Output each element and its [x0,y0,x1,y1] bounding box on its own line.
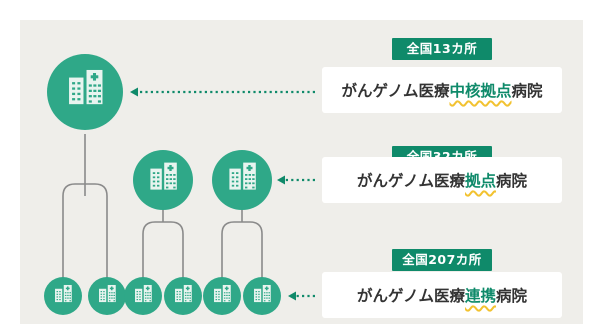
count-badge: 全国207カ所 [392,249,492,271]
cooperation-hospital-icon [88,277,126,315]
connector-core-to-branches [62,134,108,278]
connector-hub-1-to-leaves [142,204,184,278]
hospital-type-highlight: 中核拠点 [449,82,512,100]
hospital-type-suffix: 病院 [496,287,528,305]
hospital-type-card: がんゲノム医療拠点病院 [322,157,562,203]
hospital-type-suffix: 病院 [511,82,543,100]
cooperation-hospital-icon [164,277,202,315]
hospital-type-prefix: がんゲノム医療 [356,287,465,305]
hospital-type-highlight: 拠点 [465,172,497,190]
hospital-type-highlight: 連携 [465,287,497,305]
arrow-head-icon [130,87,138,97]
count-badge: 全国13カ所 [392,38,492,60]
hospital-type-card: がんゲノム医療連携病院 [322,272,562,318]
arrow-head-icon [277,175,285,185]
connector-hub-2-to-leaves [221,204,263,278]
core-hospital-icon [47,54,123,130]
cooperation-hospital-icon [44,277,82,315]
hospital-type-prefix: がんゲノム医療 [341,82,450,100]
tree-connectors [62,134,263,278]
hierarchy-tree-graphic [44,54,315,315]
base-hospital-icon [133,150,193,210]
cooperation-hospital-icon [124,277,162,315]
cooperation-hospital-icon [203,277,241,315]
base-hospital-icon [212,150,272,210]
hospital-type-card: がんゲノム医療中核拠点病院 [322,67,562,113]
arrow-head-icon [288,291,296,301]
dotted-arrows [138,90,315,298]
hospital-type-prefix: がんゲノム医療 [356,172,465,190]
cooperation-hospital-icon [243,277,281,315]
hospital-type-suffix: 病院 [496,172,528,190]
